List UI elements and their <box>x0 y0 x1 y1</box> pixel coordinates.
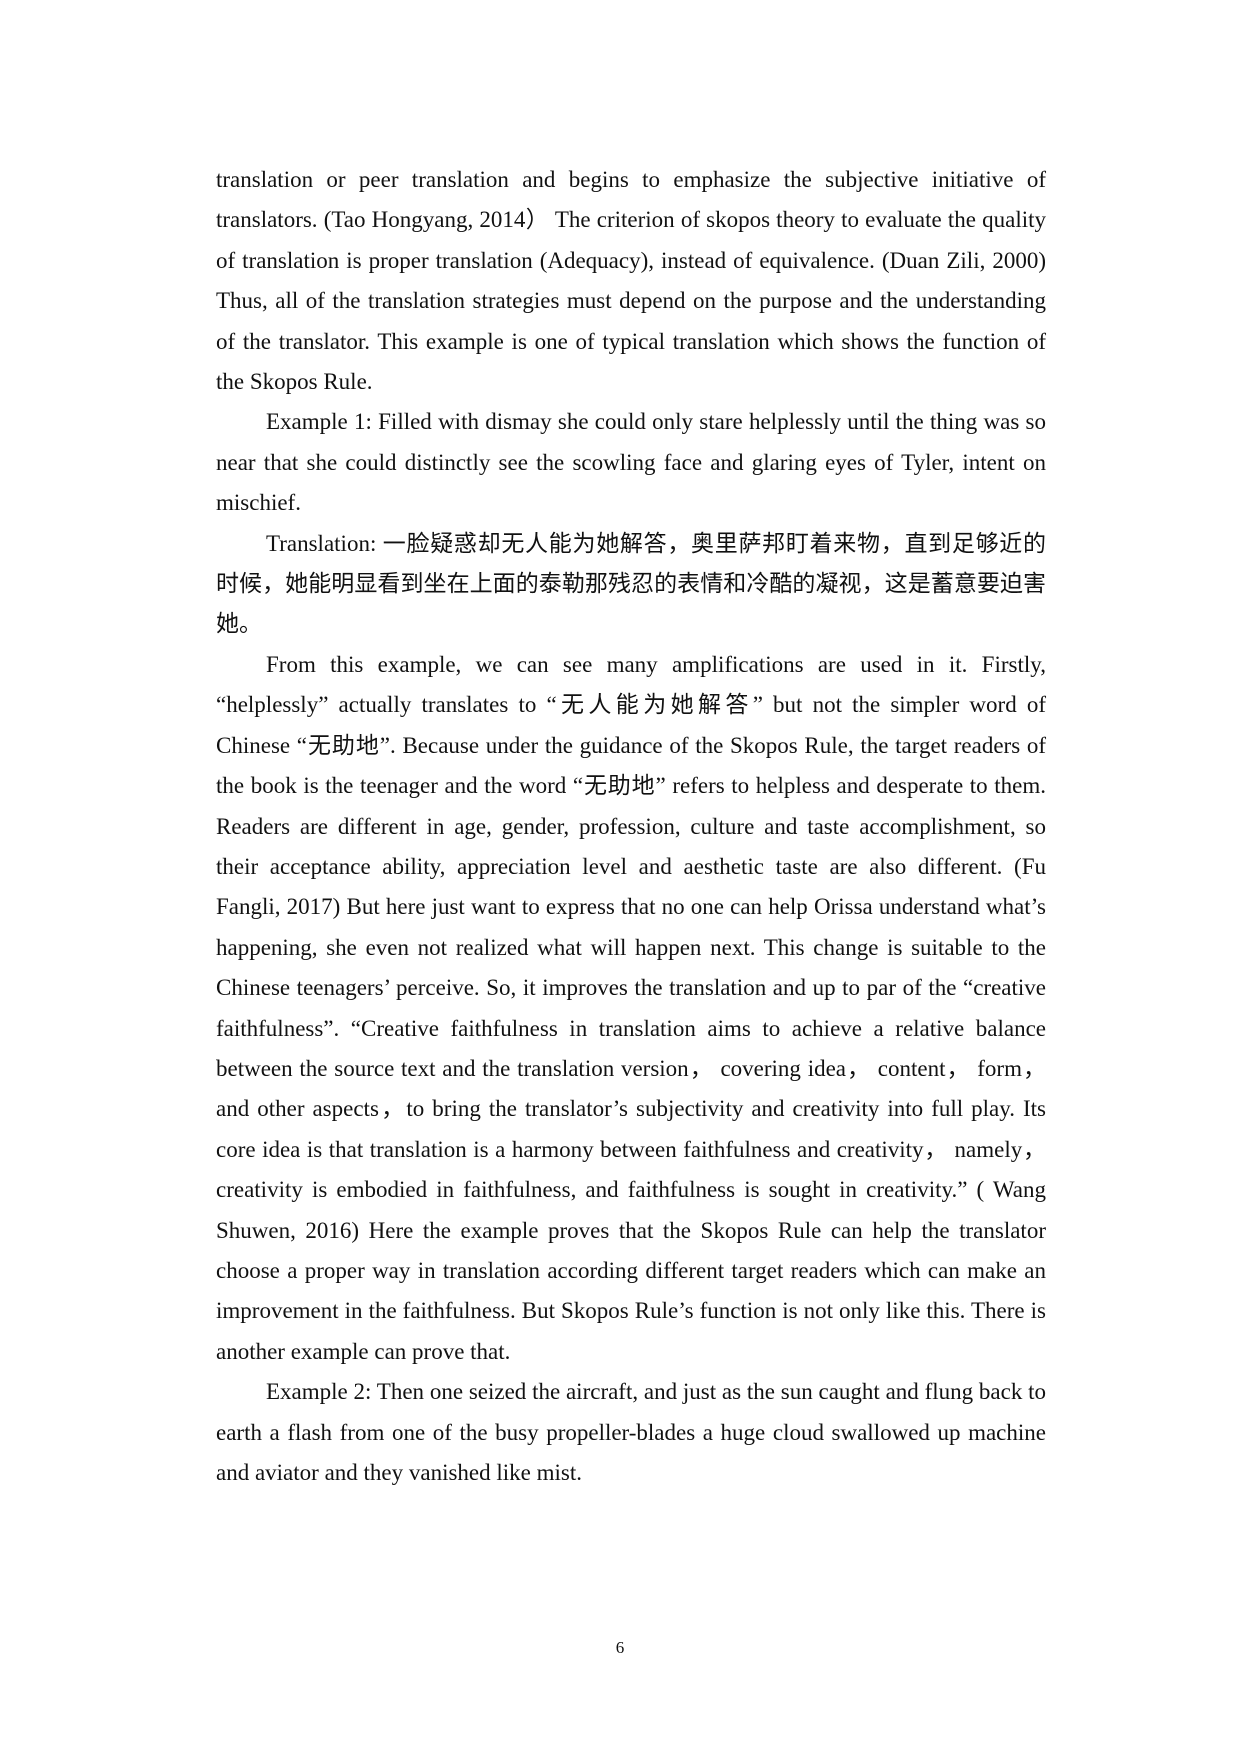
paragraph-example-1: Example 1: Filled with dismay she could … <box>216 409 1046 516</box>
paragraph-example-2: Example 2: Then one seized the aircraft,… <box>216 1379 1046 1485</box>
body-text: translation or peer translation and begi… <box>216 160 1046 1493</box>
page-number: 6 <box>615 1638 625 1657</box>
paragraph-analysis: From this example, we can see many ampli… <box>216 651 1046 1364</box>
paragraph-translation: Translation: 一脸疑惑却无人能为她解答，奥里萨邦盯着来物，直到足够近… <box>216 530 1046 637</box>
paragraph-continuation: translation or peer translation and begi… <box>216 167 1046 395</box>
